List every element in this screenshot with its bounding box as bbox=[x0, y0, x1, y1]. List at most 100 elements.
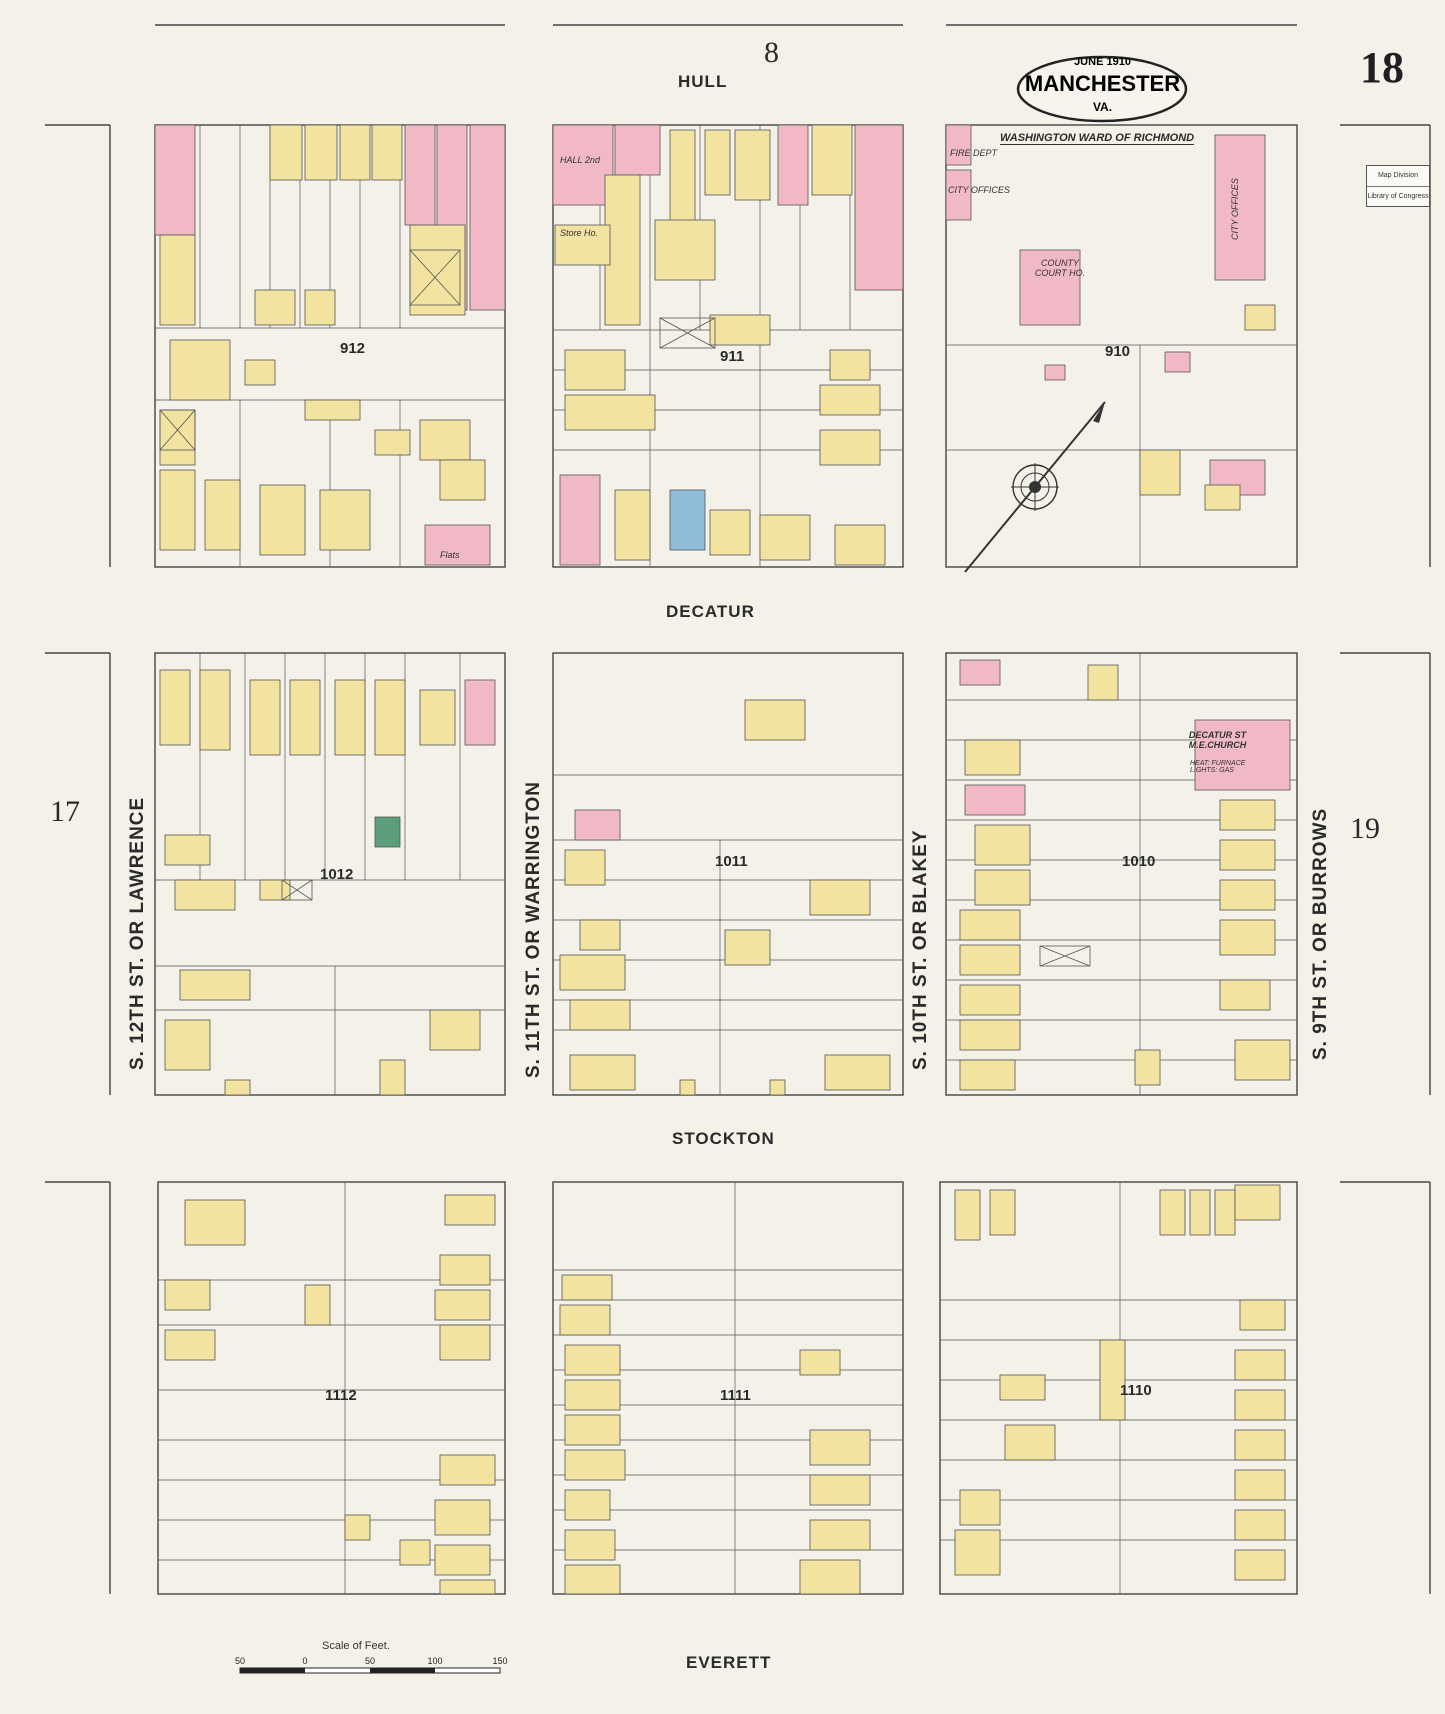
city-offices-label: CITY OFFICES bbox=[1230, 178, 1240, 240]
building bbox=[564, 349, 626, 391]
building bbox=[1194, 719, 1291, 791]
building bbox=[254, 289, 296, 326]
building bbox=[439, 1579, 496, 1595]
building bbox=[1234, 1349, 1286, 1381]
building bbox=[559, 474, 601, 566]
building bbox=[679, 1079, 696, 1096]
street-stockton: STOCKTON bbox=[672, 1129, 775, 1148]
block-outline bbox=[939, 1181, 1298, 1595]
building bbox=[564, 1449, 626, 1481]
building bbox=[289, 679, 321, 756]
scale-tick-label: 50 bbox=[235, 1656, 245, 1666]
building bbox=[399, 1539, 431, 1566]
map-city: MANCHESTER bbox=[1024, 71, 1181, 96]
block-number: 1012 bbox=[320, 866, 354, 883]
building bbox=[579, 919, 621, 951]
building bbox=[959, 659, 1001, 686]
building bbox=[371, 124, 403, 181]
building bbox=[1004, 1424, 1056, 1461]
building bbox=[179, 969, 251, 1001]
building bbox=[1019, 249, 1081, 326]
compass-rose bbox=[964, 401, 1106, 573]
street-s10-blakey: S. 10TH ST. OR BLAKEY bbox=[910, 829, 931, 1070]
adjacent-sheet-top: 8 bbox=[764, 36, 779, 69]
building bbox=[959, 1489, 1001, 1526]
church-note: HEAT: FURNACE LIGHTS: GAS bbox=[1190, 760, 1246, 774]
building bbox=[1234, 1469, 1286, 1501]
building bbox=[799, 1559, 861, 1595]
library-stamp: Map Division Library of Congress bbox=[1366, 165, 1430, 207]
building bbox=[1164, 351, 1191, 373]
scale-tick-label: 150 bbox=[492, 1656, 507, 1666]
map-date: JUNE 1910 bbox=[1074, 56, 1131, 68]
block-number: 1112 bbox=[325, 1387, 357, 1404]
building bbox=[164, 834, 211, 866]
building bbox=[1044, 364, 1066, 381]
street-s12-lawrence: S. 12TH ST. OR LAWRENCE bbox=[127, 796, 148, 1070]
building bbox=[769, 1079, 786, 1096]
building bbox=[1234, 1184, 1281, 1221]
adjacent-sheet-right: 19 bbox=[1350, 812, 1380, 845]
building bbox=[964, 739, 1021, 776]
building bbox=[244, 359, 276, 386]
building bbox=[1234, 1039, 1291, 1081]
building bbox=[1234, 1549, 1286, 1581]
building bbox=[1204, 484, 1241, 511]
street-decatur: DECATUR bbox=[666, 602, 755, 621]
building bbox=[269, 124, 303, 181]
building bbox=[374, 429, 411, 456]
building bbox=[974, 869, 1031, 906]
building bbox=[709, 509, 751, 556]
building bbox=[339, 124, 371, 181]
building bbox=[559, 1304, 611, 1336]
building bbox=[811, 124, 853, 196]
building bbox=[654, 219, 716, 281]
building bbox=[1244, 304, 1276, 331]
block-number: 910 bbox=[1105, 343, 1131, 360]
building bbox=[1219, 799, 1276, 831]
building bbox=[959, 1019, 1021, 1051]
building bbox=[184, 1199, 246, 1246]
building bbox=[669, 129, 696, 226]
building bbox=[709, 314, 771, 346]
block-outline bbox=[157, 1181, 506, 1595]
building bbox=[159, 669, 191, 746]
building bbox=[559, 954, 626, 991]
building bbox=[379, 1059, 406, 1096]
building bbox=[164, 1279, 211, 1311]
building bbox=[334, 679, 366, 756]
building bbox=[304, 1284, 331, 1326]
title-cartouche: JUNE 1910 MANCHESTER VA. bbox=[1015, 54, 1190, 124]
building bbox=[159, 234, 196, 326]
block-number: 1111 bbox=[720, 1387, 751, 1404]
building bbox=[564, 1414, 621, 1446]
shed bbox=[1039, 945, 1091, 967]
shed-hatch bbox=[281, 879, 313, 901]
shed-hatch bbox=[409, 249, 461, 306]
building bbox=[834, 524, 886, 566]
building bbox=[439, 1454, 496, 1486]
building bbox=[1087, 664, 1119, 701]
building bbox=[164, 1019, 211, 1071]
store-label: Store Ho. bbox=[560, 228, 599, 238]
building bbox=[199, 669, 231, 751]
building bbox=[169, 339, 231, 401]
building bbox=[159, 409, 196, 466]
block-outline bbox=[945, 124, 1298, 568]
building bbox=[304, 124, 338, 181]
building bbox=[404, 124, 436, 226]
building bbox=[824, 1054, 891, 1091]
building bbox=[734, 129, 771, 201]
scale-tick-label: 0 bbox=[302, 1656, 307, 1666]
building bbox=[959, 944, 1021, 976]
building bbox=[959, 909, 1021, 941]
building bbox=[1159, 1189, 1186, 1236]
scale-tick-label: 100 bbox=[427, 1656, 442, 1666]
street-s9-burrows: S. 9TH ST. OR BURROWS bbox=[1310, 807, 1331, 1060]
shed bbox=[659, 317, 716, 349]
building bbox=[809, 1474, 871, 1506]
building bbox=[777, 124, 809, 206]
building bbox=[164, 1329, 216, 1361]
